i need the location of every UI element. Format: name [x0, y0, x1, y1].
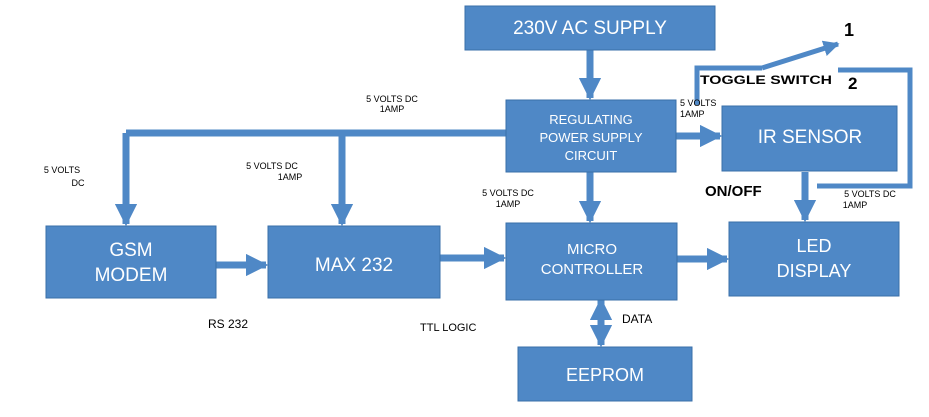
switch-position-1: 1: [844, 20, 854, 40]
regulator-block: REGULATING POWER SUPPLY CIRCUIT: [505, 99, 677, 173]
ir-sensor-block: IR SENSOR: [721, 105, 898, 172]
power-ir-label-line-2: 1AMP: [680, 109, 705, 119]
power-top-label-line-2: 1AMP: [380, 104, 405, 114]
annotations: 5 VOLTS DC 1AMP 5 VOLTS DC 5 VOLTS DC 1A…: [44, 20, 897, 334]
gsm-label-line-2: MODEM: [95, 265, 168, 286]
power-led-label-line-2: 1AMP: [843, 200, 868, 210]
max232-block: MAX 232: [267, 225, 441, 299]
connectors: [114, 50, 817, 348]
ac-supply-block: 230V AC SUPPLY: [464, 5, 716, 51]
switch-position-2: 2: [848, 74, 857, 93]
regulator-label-line-1: REGULATING: [549, 112, 633, 127]
power-top-label-line-1: 5 VOLTS DC: [366, 94, 418, 104]
ac-supply-label: 230V AC SUPPLY: [513, 18, 667, 39]
power-micro-label-line-2: 1AMP: [496, 199, 521, 209]
gsm-modem-block: GSM MODEM: [45, 225, 217, 299]
micro-label-line-2: CONTROLLER: [541, 261, 644, 278]
power-ir-label-line-1: 5 VOLTS: [680, 98, 716, 108]
power-micro-label-line-1: 5 VOLTS DC: [482, 188, 534, 198]
regulator-label-line-2: POWER SUPPLY: [539, 130, 642, 145]
led-display-block: LED DISPLAY: [728, 221, 900, 297]
regulator-label-line-3: CIRCUIT: [565, 148, 618, 163]
led-label-line-1: LED: [796, 236, 831, 256]
rs232-label: RS 232: [208, 317, 248, 331]
toggle-switch: [694, 40, 913, 189]
power-gsm-label-line-1: 5 VOLTS: [44, 165, 80, 175]
micro-label-line-1: MICRO: [567, 241, 617, 258]
max232-label: MAX 232: [315, 255, 393, 276]
gsm-label-line-1: GSM: [109, 240, 152, 261]
data-label: DATA: [622, 312, 652, 326]
ir-sensor-label: IR SENSOR: [758, 127, 863, 148]
switch-post: [694, 65, 762, 105]
led-label-line-2: DISPLAY: [777, 261, 852, 281]
microcontroller-block: MICRO CONTROLLER: [505, 222, 678, 301]
power-gsm-label-line-2: DC: [72, 178, 85, 188]
eeprom-label: EEPROM: [566, 365, 644, 385]
toggle-switch-label: TOGGLE SWITCH: [700, 73, 832, 87]
ttl-logic-label: TTL LOGIC: [420, 322, 476, 334]
eeprom-block: EEPROM: [517, 346, 693, 402]
power-max-label-line-2: 1AMP: [278, 172, 303, 182]
power-max-label-line-1: 5 VOLTS DC: [246, 161, 298, 171]
power-led-label-line-1: 5 VOLTS DC: [844, 189, 896, 199]
on-off-label: ON/OFF: [705, 183, 762, 200]
switch-blade: [761, 40, 840, 71]
switch-loop: [817, 67, 913, 189]
